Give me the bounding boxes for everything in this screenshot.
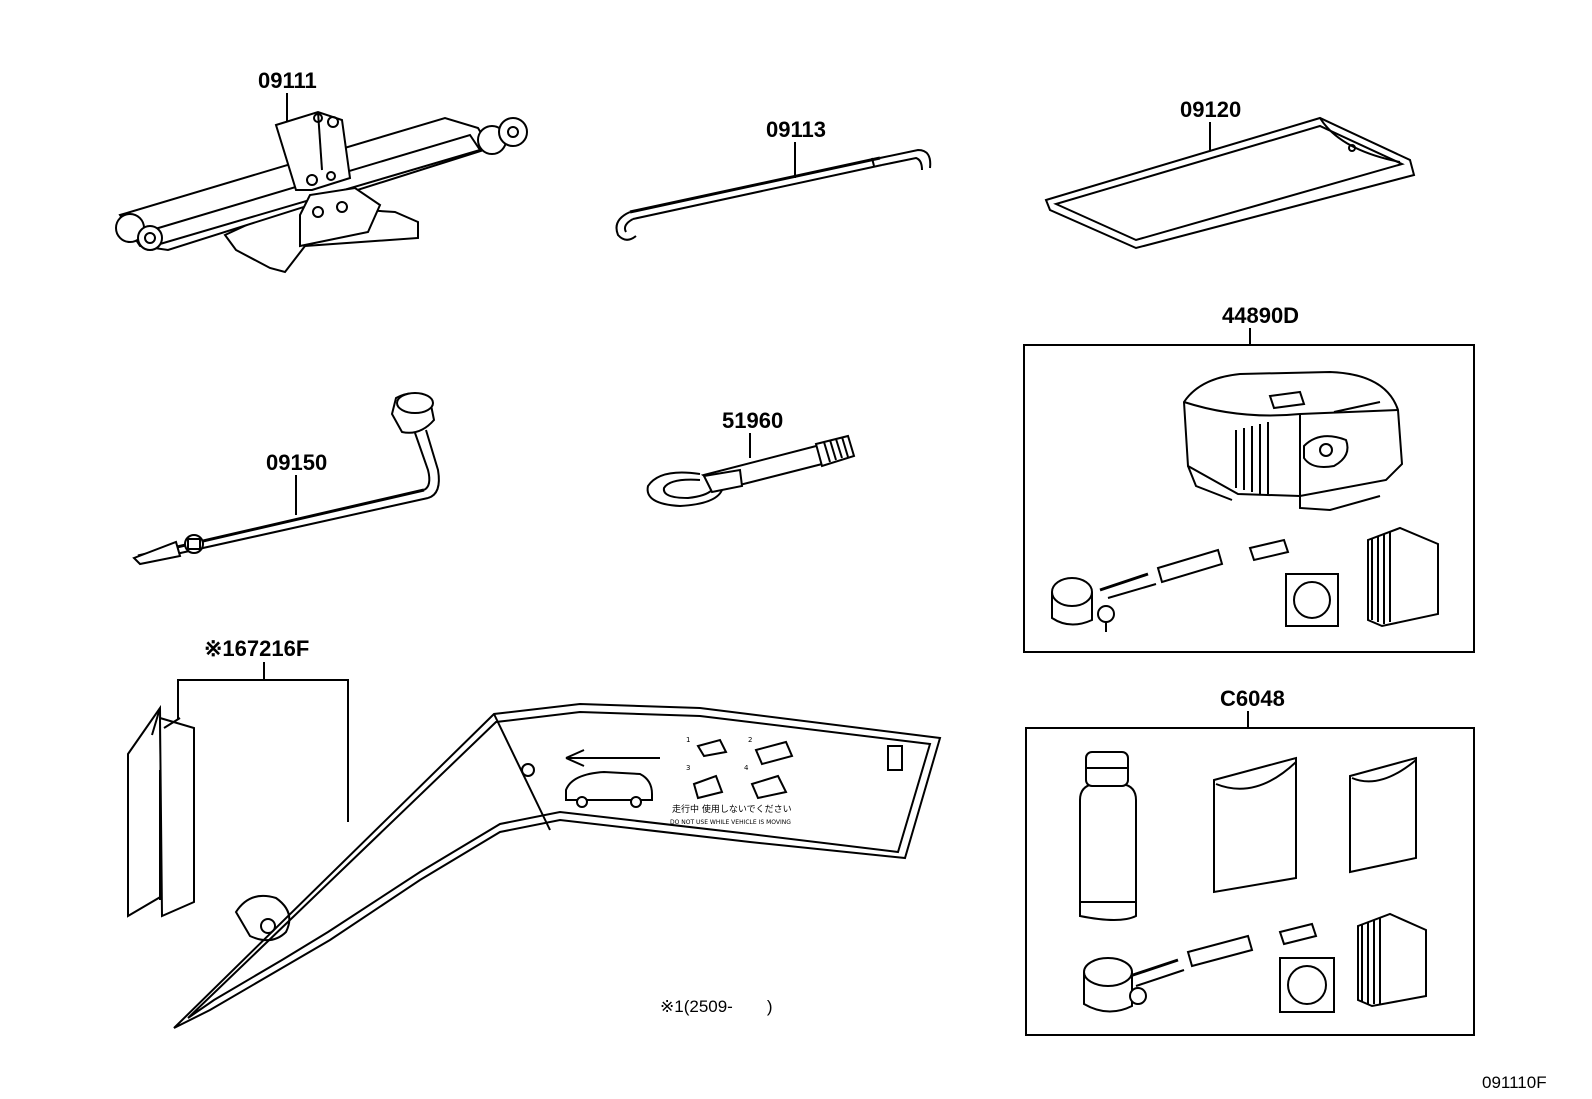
sticker-steps: 1 2 3 4	[686, 736, 794, 800]
step-number: 4	[744, 764, 749, 772]
part-label-jack-handle: 09113	[766, 117, 826, 142]
part-label-wheel-nut-wrench: 09150	[266, 450, 327, 475]
wheel-nut-wrench[interactable]: 09150	[132, 392, 440, 566]
compressor-kit[interactable]: 44890D	[1023, 303, 1475, 653]
part-label-tool-bag: 09120	[1180, 97, 1241, 122]
sealant-kit-frame	[1025, 727, 1475, 1036]
tool-tray: 1 2 3 4 走行中 使用しないでください DO NOT USE WHILE …	[173, 702, 942, 1029]
step-number: 1	[686, 736, 690, 744]
jack[interactable]: 09111	[115, 68, 528, 274]
sticker-warning-en: DO NOT USE WHILE VEHICLE IS MOVING	[670, 819, 791, 826]
part-label-sealant-kit: C6048	[1220, 686, 1285, 711]
part-label-manual: ※167216F	[204, 636, 309, 661]
towing-eye[interactable]: 51960	[646, 408, 856, 508]
footnote: ※1(2509- )	[660, 997, 773, 1016]
step-number: 3	[686, 764, 690, 772]
tool-bag[interactable]: 09120	[1044, 97, 1416, 250]
figure-code: 091110F	[1482, 1073, 1547, 1092]
manual[interactable]: ※167216F	[127, 636, 349, 918]
compressor-kit-frame	[1023, 344, 1475, 653]
step-number: 2	[748, 736, 752, 744]
part-label-towing-eye: 51960	[722, 408, 783, 433]
sealant-kit[interactable]: C6048	[1025, 686, 1475, 1036]
part-label-compressor-kit: 44890D	[1222, 303, 1299, 328]
part-label-jack: 09111	[258, 68, 317, 93]
jack-handle[interactable]: 09113	[615, 117, 932, 241]
sticker-warning-jp: 走行中 使用しないでください	[672, 803, 792, 815]
